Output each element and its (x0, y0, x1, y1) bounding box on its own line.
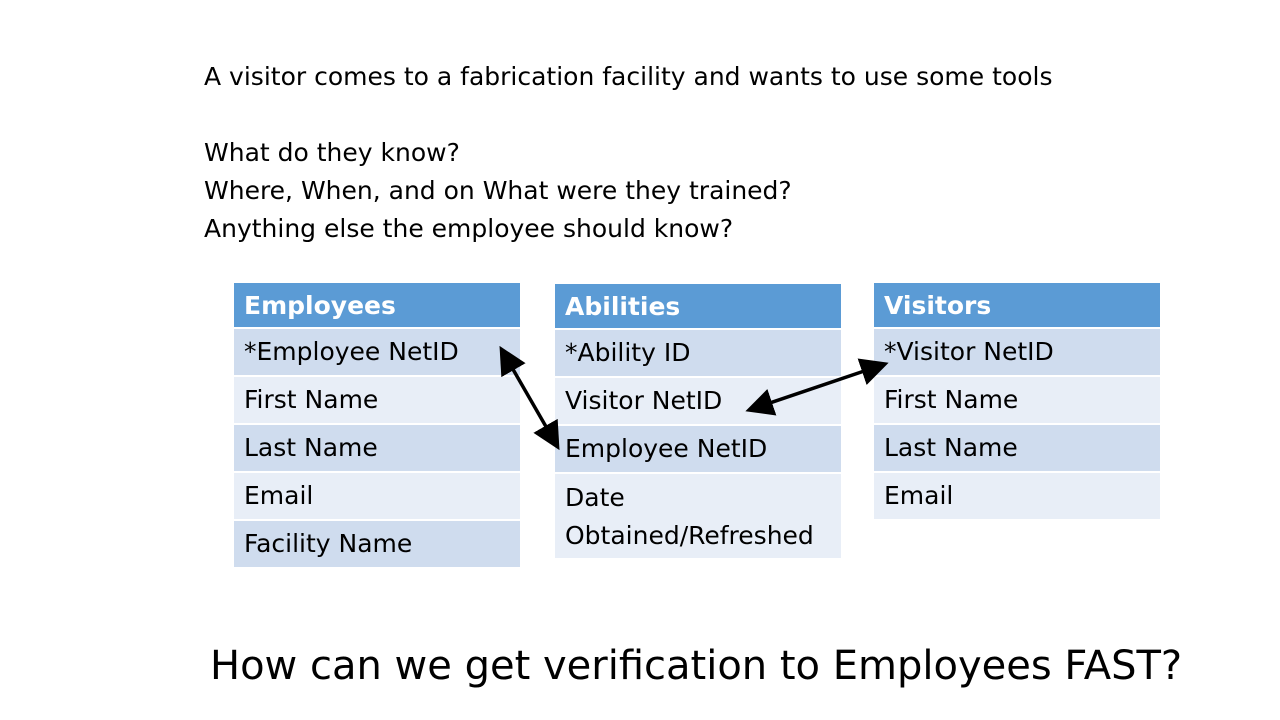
employees-field-first-name: First Name (234, 377, 520, 425)
intro-line-4: Anything else the employee should know? (204, 214, 734, 243)
visitors-table: Visitors *Visitor NetID First Name Last … (874, 283, 1160, 521)
employees-table: Employees *Employee NetID First Name Las… (234, 283, 520, 569)
visitors-field-first-name: First Name (874, 377, 1160, 425)
visitors-field-visitor-netid: *Visitor NetID (874, 329, 1160, 377)
abilities-field-date-obtained: Date Obtained/Refreshed (555, 474, 841, 560)
employees-field-last-name: Last Name (234, 425, 520, 473)
intro-spacer (204, 96, 1204, 134)
abilities-table: Abilities *Ability ID Visitor NetID Empl… (555, 284, 841, 560)
abilities-table-header: Abilities (555, 284, 841, 330)
employees-table-header: Employees (234, 283, 520, 329)
abilities-field-visitor-netid: Visitor NetID (555, 378, 841, 426)
intro-line-3: Where, When, and on What were they train… (204, 176, 792, 205)
visitors-field-last-name: Last Name (874, 425, 1160, 473)
employees-field-employee-netid: *Employee NetID (234, 329, 520, 377)
intro-text: A visitor comes to a fabrication facilit… (204, 58, 1204, 248)
closing-question: How can we get verification to Employees… (210, 643, 1183, 689)
visitors-table-header: Visitors (874, 283, 1160, 329)
intro-line-2: What do they know? (204, 138, 460, 167)
employees-field-email: Email (234, 473, 520, 521)
visitors-field-email: Email (874, 473, 1160, 521)
abilities-field-employee-netid: Employee NetID (555, 426, 841, 474)
employees-field-facility-name: Facility Name (234, 521, 520, 569)
abilities-field-ability-id: *Ability ID (555, 330, 841, 378)
intro-line-1: A visitor comes to a fabrication facilit… (204, 62, 1053, 91)
